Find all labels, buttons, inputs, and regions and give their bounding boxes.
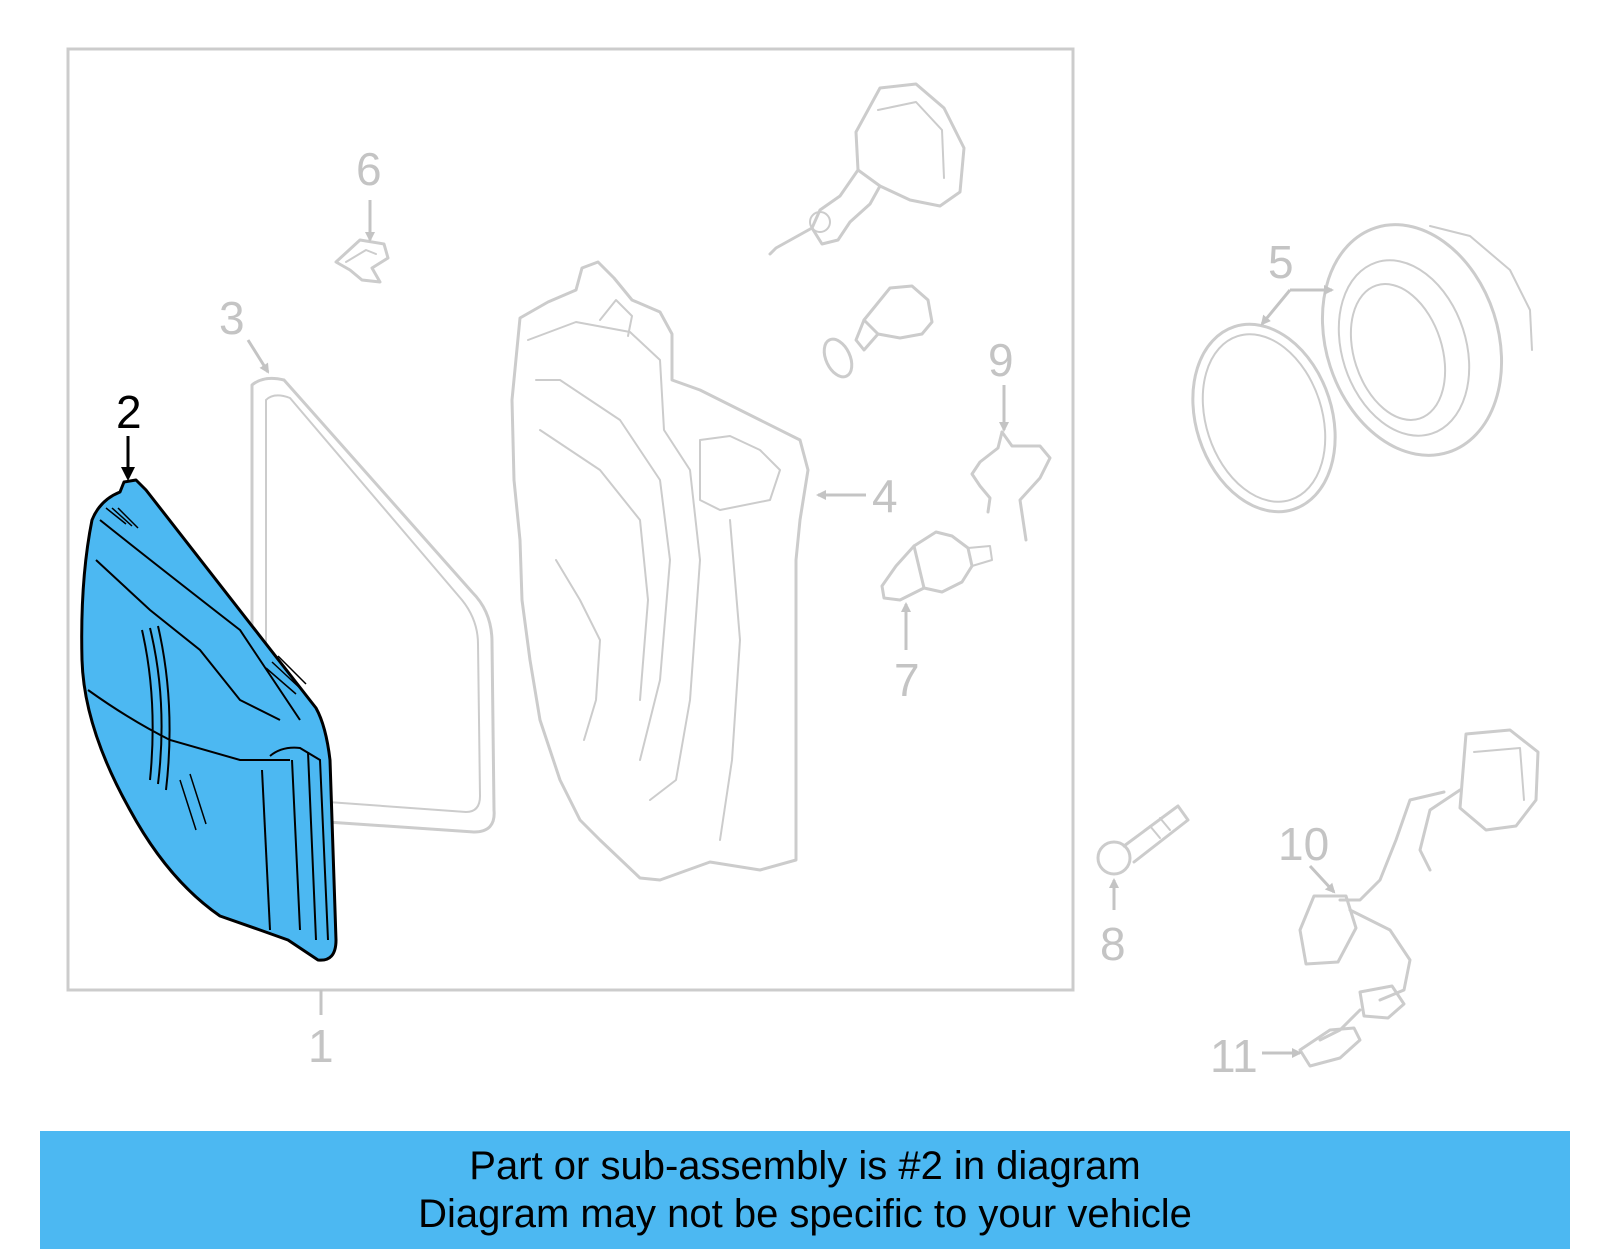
wiring-harness-part-10 — [1298, 728, 1540, 1042]
callout-4-label: 4 — [872, 470, 898, 522]
ring-and-seal-part-5 — [1191, 223, 1533, 514]
callout-10-leader — [1308, 864, 1336, 894]
callout-6-label: 6 — [356, 143, 382, 195]
bulb-part-11 — [1298, 1026, 1362, 1068]
assembly-frame — [66, 47, 1075, 992]
callout-3-label: 3 — [219, 292, 245, 344]
info-banner: Part or sub-assembly is #2 in diagram Di… — [40, 1131, 1570, 1249]
callout-8-label: 8 — [1100, 918, 1126, 970]
bolt-part-8 — [1096, 804, 1190, 876]
callout-7-label: 7 — [894, 654, 920, 706]
headlamp-lens-part-2 — [80, 478, 338, 962]
callout-3-leader — [246, 339, 270, 374]
small-bulb — [822, 284, 934, 379]
callout-9-label: 9 — [988, 334, 1014, 386]
bulb-socket — [768, 82, 966, 256]
clip-part-6 — [334, 238, 390, 284]
bulb-part-7 — [880, 530, 993, 602]
callout-1-label: 1 — [308, 1020, 334, 1072]
headlamp-housing-part-1 — [510, 260, 810, 882]
callout-10-label: 10 — [1278, 818, 1329, 870]
callout-5-leader-a — [1260, 289, 1292, 326]
callout-5-label: 5 — [1268, 236, 1294, 288]
banner-line-2: Diagram may not be specific to your vehi… — [418, 1192, 1192, 1236]
wire-clip-part-9 — [970, 430, 1052, 542]
callout-2-label: 2 — [116, 386, 142, 438]
banner-line-1: Part or sub-assembly is #2 in diagram — [469, 1144, 1141, 1188]
callout-11-label: 11 — [1210, 1030, 1258, 1082]
